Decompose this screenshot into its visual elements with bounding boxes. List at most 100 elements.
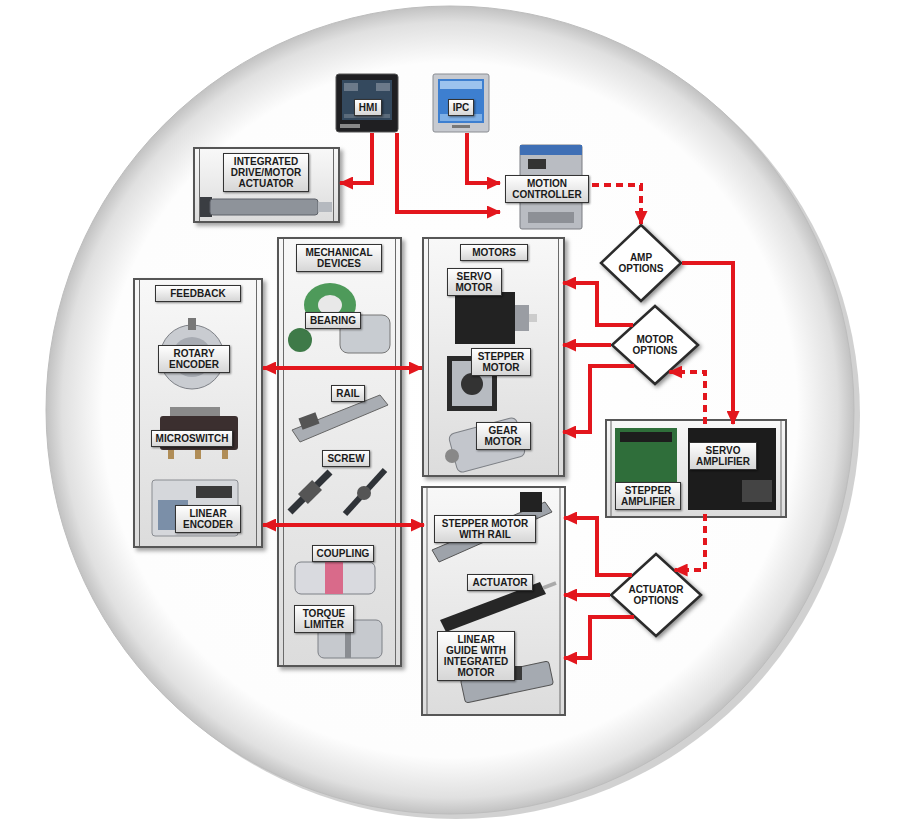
group-panel: ROTARY ENCODER MICROSWITCH LINEAR ENCODER F…: [133, 278, 263, 548]
node-label: ROTARY ENCODER: [158, 345, 230, 373]
component-item: MICROSWITCH: [141, 405, 255, 463]
switch-pin: [195, 450, 201, 459]
encoder-shaft: [188, 318, 196, 330]
node-label: MOTION CONTROLLER: [505, 175, 589, 203]
actuator-panel: [422, 487, 565, 715]
servo-body: [455, 292, 515, 344]
node-label: RAIL: [331, 385, 364, 402]
hmi-widget: [376, 83, 390, 91]
hmi-logo: [340, 124, 360, 128]
flow-arrow: [340, 133, 372, 183]
servo-shaft: [529, 314, 537, 322]
decision-diamond: AMP OPTIONS: [600, 224, 682, 302]
node-label: STEPPER MOTOR WITH RAIL: [434, 515, 536, 543]
flow-arrow: [263, 523, 424, 527]
actuator-rod: [318, 202, 332, 212]
screw-nut: [298, 480, 322, 504]
node-label: TORQUE LIMITER: [294, 605, 354, 633]
component-item: ROTARY ENCODER: [141, 312, 255, 402]
bearing-bore: [318, 295, 342, 315]
ipc-bar: [440, 114, 482, 121]
node-label: GEAR MOTOR: [476, 422, 531, 450]
node-label: SCREW: [322, 450, 369, 467]
panel-rule: [781, 421, 782, 516]
rail-stage: [432, 502, 552, 562]
component-item: STEPPER MOTOR WITH RAIL: [424, 490, 564, 562]
node-label: STEPPER AMPLIFIER: [615, 482, 681, 510]
guide-carriage: [500, 666, 522, 680]
disc-shadow: [52, 11, 860, 819]
node-label: ACTUATOR OPTIONS: [626, 584, 686, 606]
stepper-amp-connector: [620, 432, 672, 442]
bearing-ring: [288, 328, 312, 352]
screw-shaft: [345, 470, 385, 514]
diamond-shape: [601, 225, 681, 301]
gearmotor-shaft: [445, 449, 459, 463]
node-label: FEEDBACK: [155, 285, 241, 302]
node-label: STEPPER MOTOR: [471, 348, 531, 376]
hmi-bar: [344, 114, 390, 118]
diamond-shape: [611, 554, 701, 636]
actuator-motor: [200, 197, 212, 217]
controller-display: [528, 159, 546, 169]
screw-shaft: [290, 472, 330, 512]
coupling-insert: [325, 562, 343, 594]
linear-encoder-body: [152, 480, 238, 536]
flow-arrow: [682, 263, 733, 424]
device-node: HMI: [335, 73, 400, 133]
servo-flange: [515, 305, 529, 331]
diamond-shape: [612, 306, 698, 384]
ipc-bar: [440, 81, 482, 89]
stepper-face: [452, 361, 492, 406]
controller-body: [520, 145, 582, 229]
flow-arrow: [263, 366, 422, 370]
node-label: MOTORS: [460, 244, 528, 261]
device-node: MOTION CONTROLLER: [500, 143, 592, 229]
limiter-groove: [345, 620, 351, 658]
flow-arrow: [564, 593, 610, 597]
node-label: IPC: [448, 99, 475, 116]
component-item: BEARING: [285, 282, 395, 358]
flow-arrow: [669, 372, 705, 424]
stepper-body: [447, 356, 497, 411]
switch-pin: [168, 450, 174, 459]
ipc-logo: [452, 125, 470, 128]
hmi-screen: [342, 80, 392, 120]
node-label: BEARING: [305, 312, 361, 329]
guide-body: [460, 661, 553, 703]
component-item: STEPPER AMPLIFIER: [608, 424, 684, 514]
coupling-body: [295, 562, 375, 594]
flow-arrow: [592, 185, 641, 224]
stepper-hub: [461, 373, 483, 395]
disc: [46, 6, 854, 814]
component-item: LINEAR ENCODER: [141, 470, 255, 542]
node-label: MICROSWITCH: [151, 430, 234, 447]
screw-nut: [357, 486, 371, 500]
switch-pin: [222, 450, 228, 459]
component-item: RAIL: [285, 370, 395, 442]
servo-amp-connector: [742, 480, 772, 502]
rail-block: [298, 412, 319, 429]
node-label: AMP OPTIONS: [616, 252, 666, 274]
actuator-cylinder: [440, 582, 546, 632]
flow-arrow: [397, 133, 500, 212]
flow-arrow: [563, 283, 633, 325]
ipc-screen: [438, 79, 484, 123]
flow-arrow: [563, 343, 611, 347]
flow-arrow: [564, 617, 634, 658]
controller-connector: [528, 212, 574, 223]
bearing-sleeve: [340, 315, 390, 353]
switch-body: [160, 416, 238, 450]
gearmotor-body: [448, 417, 526, 474]
rail-motor: [520, 492, 542, 512]
encoder-face: [172, 337, 212, 377]
bearing-ring: [304, 283, 356, 327]
group-panel: BEARINGRAILSCREWCOUPLINGTORQUE LIMITERME…: [277, 237, 402, 667]
component-item: TORQUE LIMITER: [285, 603, 395, 663]
actuator-body: [210, 199, 318, 215]
node-label: ACTUATOR: [467, 574, 532, 591]
panel-rule: [611, 421, 612, 516]
